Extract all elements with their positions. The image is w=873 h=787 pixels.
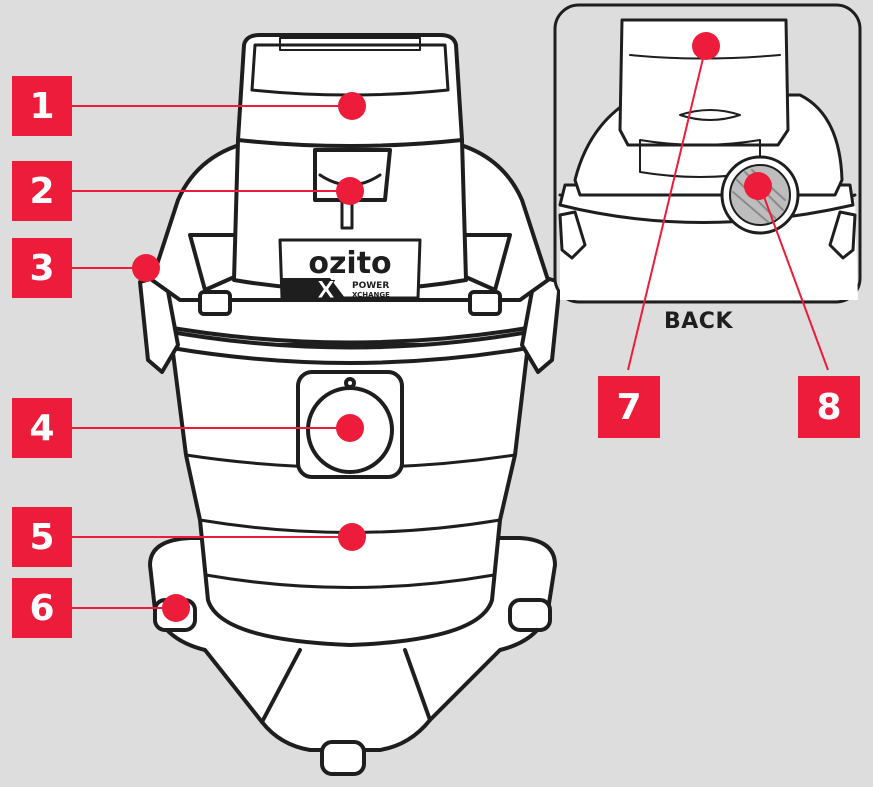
callout-dot-1 — [338, 92, 366, 120]
callout-dot-5 — [338, 523, 366, 551]
brand-sub-line-1: POWER — [352, 281, 389, 291]
callout-number-4: 4 — [12, 398, 72, 458]
callout-dot-2 — [336, 177, 364, 205]
callout-dot-4 — [336, 414, 364, 442]
callout-dot-7 — [692, 32, 720, 60]
brand-sub-line-2: XCHANGE — [352, 291, 390, 299]
callout-dot-3 — [132, 254, 160, 282]
callout-number-3: 3 — [12, 238, 72, 298]
callout-number-5: 5 — [12, 507, 72, 567]
caster-front — [322, 742, 364, 774]
callout-dot-8 — [744, 172, 772, 200]
callout-number-1: 1 — [12, 76, 72, 136]
caster-right — [510, 600, 550, 630]
vacuum-front-view: ozito X POWER XCHANGE — [140, 35, 560, 774]
callout-number-6: 6 — [12, 578, 72, 638]
back-view-label: BACK — [664, 309, 733, 334]
callout-number-8: 8 — [798, 376, 860, 438]
callout-number-2: 2 — [12, 161, 72, 221]
callout-number-7: 7 — [598, 376, 660, 438]
brand-logo-mark: X — [317, 276, 336, 304]
callout-dot-6 — [162, 594, 190, 622]
